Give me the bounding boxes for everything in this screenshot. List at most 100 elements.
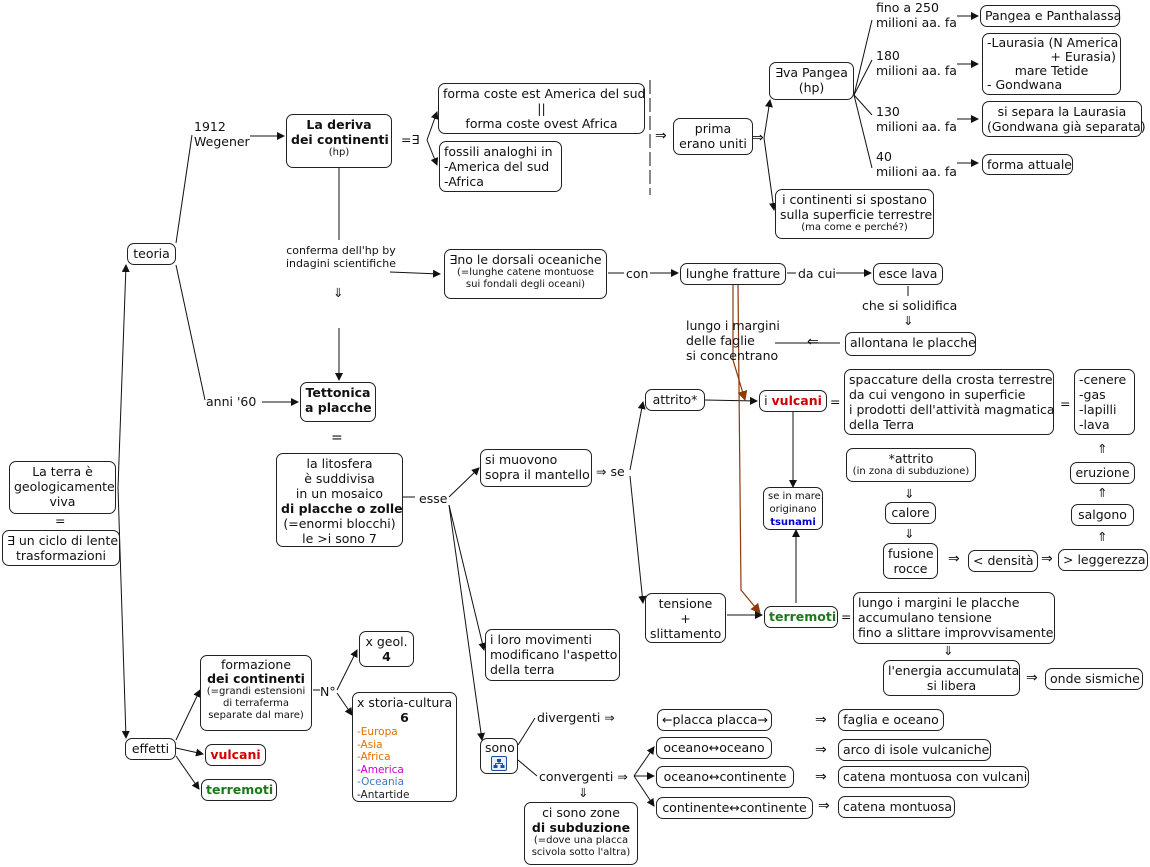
- node-allontana-placche: allontana le placche: [845, 332, 976, 356]
- text-line: -gas: [1079, 387, 1106, 402]
- text-line: tensione: [658, 596, 713, 611]
- text-line: -Africa: [444, 174, 484, 189]
- text-line: ci sono zone: [542, 805, 620, 820]
- text-line: fino a 250: [876, 0, 939, 15]
- node-onde-sismiche: onde sismiche: [1045, 668, 1143, 690]
- text-line: ∃va Pangea: [775, 65, 848, 80]
- down-arrow: ⇓: [903, 313, 914, 328]
- label-divergenti: divergenti ⇒: [537, 710, 615, 725]
- implies-arrow: ⇒: [818, 798, 830, 814]
- node-tsunami: se in mare originano tsunami: [763, 487, 823, 530]
- text-line: 130: [876, 104, 900, 119]
- text-line: -lava: [1079, 417, 1110, 432]
- submap-icon[interactable]: [491, 756, 507, 771]
- text-line: si concentrano: [686, 348, 779, 363]
- implies-arrow: ⇒: [815, 712, 827, 728]
- node-formazione-continenti: formazione dei continenti (=grandi esten…: [200, 655, 312, 731]
- implies-left-arrow: ⇐: [807, 334, 819, 350]
- node-tettonica-placche: Tettonica a placche: [300, 382, 376, 422]
- down-arrow: ⇓: [904, 486, 915, 501]
- text-line: modificano l'aspetto: [490, 647, 618, 662]
- node-energia: l'energia accumulata si libera: [883, 660, 1020, 696]
- implies-arrow: ⇒: [815, 742, 827, 758]
- region-asia: -Asia: [357, 738, 383, 751]
- node-terremoti-effetti: terremoti: [201, 779, 277, 801]
- text-line: lungo i margini le placche: [858, 595, 1020, 610]
- text-line: - Gondwana: [987, 77, 1063, 92]
- text-line: i loro movimenti: [490, 632, 592, 647]
- node-terra-viva: La terra è geologicamente viva: [9, 461, 116, 514]
- text-line: (in zona di subduzione): [852, 466, 970, 477]
- text-line: 40: [876, 149, 892, 164]
- text-line: Tettonica: [305, 385, 371, 400]
- equals-sign: =: [1060, 396, 1071, 411]
- text-line: di subduzione: [531, 820, 631, 835]
- node-margini-tensione: lungo i margini le placche accumulano te…: [853, 592, 1055, 644]
- node-catena-montuosa: catena montuosa: [838, 796, 955, 818]
- node-oceano-continente: oceano↔continente: [656, 766, 794, 788]
- text-line: (=grandi estensioni: [206, 686, 306, 697]
- text-line: x geol.: [365, 634, 408, 649]
- text-line: 6: [400, 710, 409, 725]
- text-line: milioni aa. fa: [876, 164, 957, 179]
- text-line: è suddivisa: [304, 471, 375, 486]
- text-line: ∃no le dorsali oceaniche: [449, 252, 602, 267]
- text-line: i continenti si spostano: [782, 192, 927, 207]
- text-line: -cenere: [1079, 372, 1127, 387]
- node-teoria: teoria: [127, 243, 176, 265]
- tsunami-highlight: tsunami: [770, 517, 816, 528]
- node-eruzione: eruzione: [1070, 462, 1135, 484]
- text-line: milioni aa. fa: [876, 119, 957, 134]
- text-line: 4: [382, 649, 391, 664]
- text-line: scivola sotto l'altra): [531, 847, 631, 858]
- text-line: geologicamente: [14, 479, 115, 494]
- label-esse: esse: [419, 491, 448, 506]
- text-line: la litosfera: [306, 456, 373, 471]
- node-catena-vulcani: catena montuosa con vulcani: [838, 766, 1029, 788]
- up-arrow: ⇑: [1097, 529, 1108, 544]
- label-40-milioni: 40 milioni aa. fa: [876, 149, 957, 179]
- implies-arrow: ⇒: [1026, 670, 1038, 686]
- text-line: trasformazioni: [15, 548, 107, 563]
- text-line: ||: [537, 101, 546, 116]
- text-line: lungo i margini: [686, 318, 780, 333]
- node-faglia-oceano: faglia e oceano: [838, 709, 944, 731]
- text-line: conferma dell'hp by: [286, 244, 396, 257]
- node-geologico: x geol. 4: [359, 631, 414, 667]
- node-forma-attuale: forma attuale: [982, 154, 1073, 175]
- text-line: dei continenti: [207, 671, 305, 686]
- text-line: -America del sud: [444, 159, 550, 174]
- node-tensione: tensione + slittamento: [645, 593, 726, 643]
- text-line: viva: [49, 494, 76, 509]
- label-solidifica: che si solidifica: [862, 298, 958, 313]
- implies-arrow: ⇒: [752, 130, 764, 146]
- node-densita: < densità: [968, 550, 1038, 572]
- node-vulcani: i vulcani: [759, 390, 827, 412]
- text-line: di terraferma: [222, 698, 290, 709]
- node-spaccature: spaccature della crosta terrestre da cui…: [844, 369, 1055, 435]
- node-prima-uniti: prima erano uniti: [673, 118, 753, 155]
- label-180-milioni: 180 milioni aa. fa: [876, 48, 957, 78]
- vulcani-highlight: vulcani: [771, 393, 822, 408]
- text-line: milioni aa. fa: [876, 63, 957, 78]
- node-pangea-panthalassa: Pangea e Panthalassa: [980, 5, 1121, 27]
- label-conferma: conferma dell'hp by indagini scientifich…: [286, 244, 396, 270]
- text-line: a placche: [305, 400, 372, 415]
- text-line: si separa la Laurasia: [997, 104, 1127, 119]
- region-antartide: -Antartide: [357, 788, 410, 801]
- text-line: ∃ un ciclo di lente: [7, 533, 119, 548]
- text-line: originano: [769, 504, 817, 515]
- text-line: rocce: [893, 561, 928, 576]
- text-line: -lapilli: [1079, 402, 1117, 417]
- label-anni-60: anni '60: [206, 394, 257, 409]
- text-line: fusione: [888, 546, 934, 561]
- text-line: se in mare: [768, 491, 821, 502]
- node-ciclo-trasformazioni: ∃ un ciclo di lente trasformazioni: [2, 530, 120, 566]
- text-line: mare Tetide: [1014, 63, 1089, 78]
- equals-sign: =: [55, 513, 66, 528]
- node-separa-laurasia: si separa la Laurasia (Gondwana già sepa…: [982, 101, 1146, 137]
- node-sono: sono: [480, 738, 518, 774]
- node-leggerezza: > leggerezza: [1058, 549, 1148, 571]
- node-salgono: salgono: [1071, 504, 1134, 526]
